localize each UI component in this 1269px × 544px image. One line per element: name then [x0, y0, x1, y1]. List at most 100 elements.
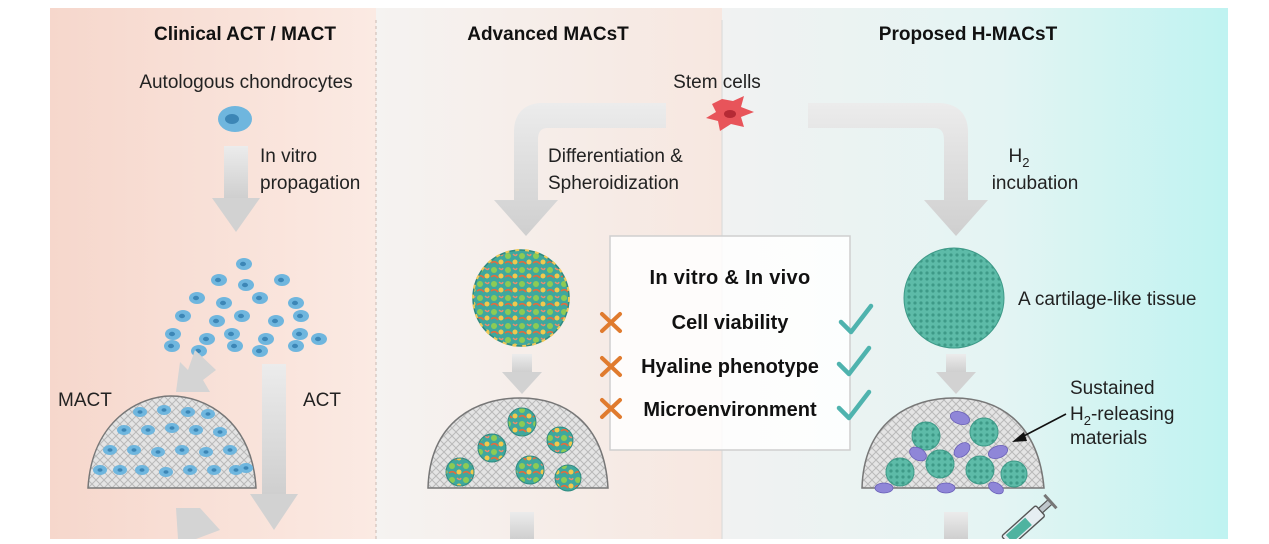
chondrocyte-cell	[274, 274, 290, 286]
act-label: ACT	[303, 390, 341, 411]
chondrocyte-cell	[288, 340, 304, 352]
spheroid-in-scaffold	[515, 455, 545, 485]
spheroid-in-scaffold	[477, 433, 507, 463]
tissue-in-scaffold	[1000, 460, 1028, 488]
cartilage-like-tissue	[903, 247, 1005, 349]
h2-releasing-particle	[949, 411, 971, 425]
column-title-advanced: Advanced MACsT	[467, 24, 629, 45]
chondrocyte-cell	[183, 465, 197, 475]
syringe-icon	[993, 493, 1058, 544]
chondrocyte-cell	[175, 445, 189, 455]
chondrocyte-cell	[135, 465, 149, 475]
mact-scaffold	[87, 395, 257, 489]
act-arrow	[250, 364, 298, 530]
tissue-in-scaffold	[965, 455, 995, 485]
chondrocyte-cell	[292, 328, 308, 340]
differentiation-label-line1: Differentiation &	[548, 146, 683, 167]
criterion-microenvironment: Microenvironment	[643, 399, 817, 421]
column-title-proposed: Proposed H-MACsT	[879, 24, 1058, 45]
tissue-in-scaffold	[925, 449, 955, 479]
chondrocyte-cell	[268, 315, 284, 327]
stem-cell-icon	[706, 96, 754, 131]
h2-incubation-label-line1: H2	[1009, 146, 1030, 170]
chondrocyte-cell	[227, 340, 243, 352]
chondrocyte-cell	[211, 274, 227, 286]
chondrocyte-cell	[117, 425, 131, 435]
chondrocyte-cell	[209, 315, 225, 327]
left-curved-arrow	[494, 103, 666, 236]
column-title-clinical: Clinical ACT / MACT	[154, 24, 336, 45]
chondrocyte-cell	[252, 292, 268, 304]
check-icon	[838, 303, 874, 335]
propagation-label-line2: propagation	[260, 173, 360, 194]
cartilage-like-tissue-label: A cartilage-like tissue	[1018, 289, 1196, 310]
chondrocyte-cell	[165, 423, 179, 433]
h2-releasing-particle	[874, 482, 894, 494]
chondrocyte-cell	[175, 310, 191, 322]
propagated-chondrocytes	[164, 258, 327, 357]
chondrocyte-cell	[216, 297, 232, 309]
tissue-in-scaffold	[911, 421, 941, 451]
chondrocyte-cell	[164, 340, 180, 352]
h2-releasing-particle	[909, 446, 927, 462]
chondrocyte-cell	[252, 345, 268, 357]
chondrocyte-cell-icon	[218, 106, 252, 132]
chondrocyte-cell	[238, 279, 254, 291]
chondrocyte-cell	[151, 447, 165, 457]
chondrocyte-cell	[103, 445, 117, 455]
h2-releasing-particle	[953, 442, 971, 458]
h-macst-scaffold	[861, 397, 1045, 495]
mact-label: MACT	[58, 390, 112, 411]
mact-arrow	[176, 350, 216, 392]
right-curved-arrow	[808, 103, 988, 236]
cross-icon	[600, 398, 622, 419]
materials-label-line1: Sustained	[1070, 378, 1155, 399]
chondrocyte-cell	[189, 425, 203, 435]
pointer-arrow	[1012, 413, 1067, 442]
chondrocyte-cell	[293, 310, 309, 322]
cross-icon	[600, 356, 622, 377]
comparison-box: In vitro & In vivo Cell viability Hyalin…	[600, 235, 874, 451]
stem-cells-label: Stem cells	[673, 72, 761, 93]
chondrocyte-cell	[159, 467, 173, 477]
chondrocyte-cell	[93, 465, 107, 475]
h2-incubation-label-line2: incubation	[992, 173, 1079, 194]
cross-icon	[600, 312, 622, 333]
chondrocyte-cell	[199, 333, 215, 345]
chondrocyte-cell	[189, 292, 205, 304]
comparison-title: In vitro & In vivo	[650, 267, 811, 289]
chondrocyte-cell	[157, 405, 171, 415]
chondrocyte-cell	[223, 445, 237, 455]
chondrocyte-cell	[239, 463, 253, 473]
propagation-label-line1: In vitro	[260, 146, 317, 167]
chondrocyte-cell	[165, 328, 181, 340]
materials-label-line3: materials	[1070, 428, 1147, 449]
h2-releasing-particle	[936, 482, 956, 494]
tissue-in-scaffold	[969, 417, 999, 447]
tissue-in-scaffold	[885, 457, 915, 487]
macst-down-arrow	[510, 512, 534, 539]
autologous-chondrocytes-label: Autologous chondrocytes	[139, 72, 352, 93]
chondrocyte-cell	[311, 333, 327, 345]
spheroid-in-scaffold	[445, 457, 475, 487]
check-icon	[836, 389, 872, 421]
spheroid-in-scaffold	[507, 407, 537, 437]
differentiation-label-line2: Spheroidization	[548, 173, 679, 194]
chondrocyte-cell	[224, 328, 240, 340]
criterion-cell-viability: Cell viability	[672, 312, 790, 334]
materials-label-line2: H2-releasing	[1070, 404, 1174, 428]
check-icon	[836, 345, 872, 377]
chondrocyte-cell	[213, 427, 227, 437]
spheroid-in-scaffold	[546, 426, 574, 454]
chondrocyte-cell	[133, 407, 147, 417]
h-macst-down-arrow	[944, 512, 968, 539]
chondrocyte-cell	[258, 333, 274, 345]
chondrocyte-cell	[199, 447, 213, 457]
chondrocyte-cell	[236, 258, 252, 270]
chondrocyte-cell	[181, 407, 195, 417]
chondrocyte-cell	[113, 465, 127, 475]
criterion-hyaline-phenotype: Hyaline phenotype	[641, 356, 819, 378]
mact-down-arrow	[176, 508, 220, 539]
propagation-arrow	[212, 146, 260, 232]
tissue-down-arrow	[936, 354, 976, 394]
